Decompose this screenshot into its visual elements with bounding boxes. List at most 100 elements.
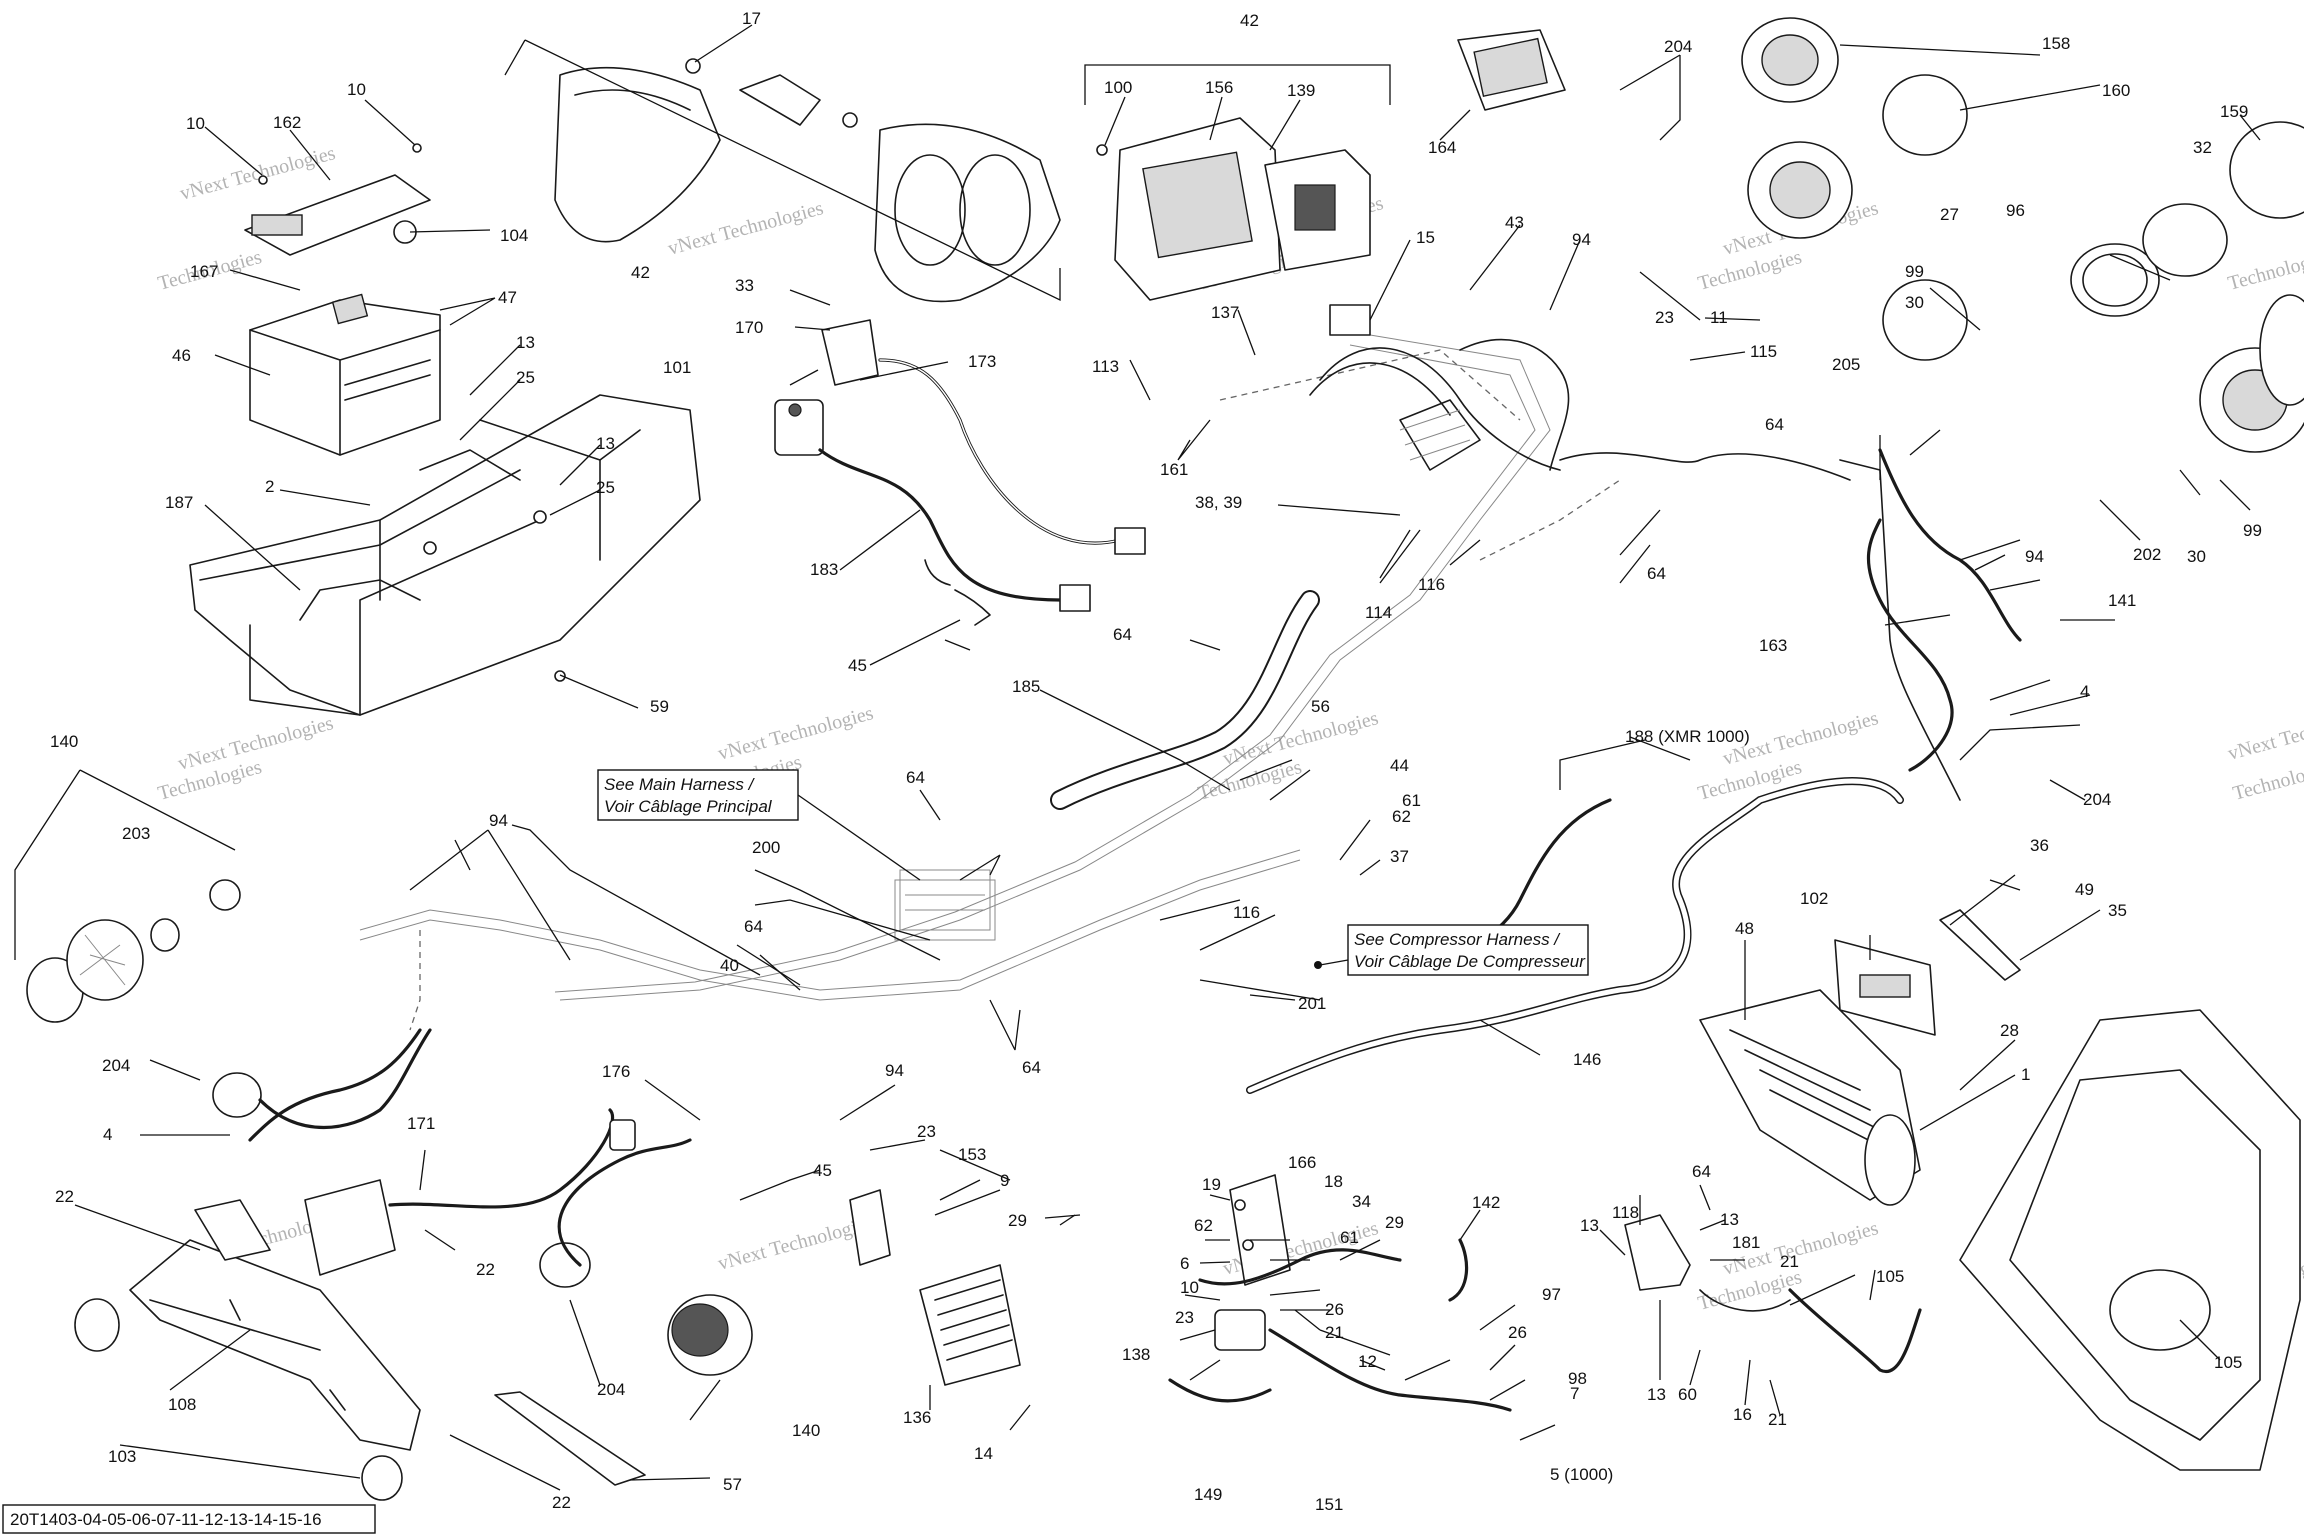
callout: 204 (1664, 37, 1692, 56)
callout: 203 (122, 824, 150, 843)
diagram-ref-box: 20T1403-04-05-06-07-11-12-13-14-15-16 (2, 1504, 376, 1534)
callout: 33 (735, 276, 754, 295)
callout: 10 (186, 114, 205, 133)
callout: 158 (2042, 34, 2070, 53)
callout: 30 (1905, 293, 1924, 312)
callout: 164 (1428, 138, 1456, 157)
callout: 49 (2075, 880, 2094, 899)
callout: 140 (50, 732, 78, 751)
callout: 176 (602, 1062, 630, 1081)
note-main-harness-line1: See Main Harness / (604, 775, 756, 794)
callout: 103 (108, 1447, 136, 1466)
callout: 167 (190, 262, 218, 281)
callout: 30 (2187, 547, 2206, 566)
callout: 42 (1240, 11, 1259, 30)
callout: 139 (1287, 81, 1315, 100)
callout: 115 (1750, 342, 1777, 361)
lamp-171 (304, 1108, 636, 1276)
winch-48 (1699, 989, 1921, 1206)
callout: 140 (792, 1421, 820, 1440)
hose-185 (1050, 590, 1320, 810)
callout: 64 (1692, 1162, 1711, 1181)
callout: 102 (1800, 889, 1828, 908)
callout: 99 (1905, 262, 1924, 281)
diagram-ref: 20T1403-04-05-06-07-11-12-13-14-15-16 (10, 1510, 322, 1529)
callout: 64 (1765, 415, 1784, 434)
solenoid-assembly (1168, 1174, 1512, 1412)
callout: 170 (735, 318, 763, 337)
callout: 26 (1508, 1323, 1527, 1342)
fog-light-140 (667, 1294, 753, 1376)
callout: 96 (2006, 201, 2025, 220)
note-compressor-harness: See Compressor Harness / Voir Câblage De… (1314, 924, 1589, 976)
callout: 116 (1418, 575, 1445, 594)
callout: 105 (1876, 1267, 1904, 1286)
callout: 61 (1402, 791, 1421, 810)
callout: 29 (1008, 1211, 1027, 1230)
callout: 28 (2000, 1021, 2019, 1040)
callout: 200 (752, 838, 780, 857)
caps-103 (74, 1298, 403, 1501)
callout: 21 (1780, 1252, 1799, 1271)
callout: 113 (1092, 357, 1119, 376)
fairlead-102 (1834, 939, 1936, 1036)
callout: 61 (1340, 1228, 1359, 1247)
callout: 47 (498, 288, 517, 307)
switch-harness-183 (774, 319, 1146, 626)
headlight-assemblies (1741, 17, 2304, 453)
callout: 64 (744, 917, 763, 936)
callout: 60 (1678, 1385, 1697, 1404)
callout: 46 (172, 346, 191, 365)
callout: 2 (265, 477, 274, 496)
callout: 64 (1022, 1058, 1041, 1077)
battery-assembly (244, 143, 441, 456)
callout: 188 (XMR 1000) (1625, 727, 1750, 746)
callout: 108 (168, 1395, 196, 1414)
callout: 137 (1211, 303, 1239, 322)
callout: 40 (720, 956, 739, 975)
callout: 13 (516, 333, 535, 352)
callout: 17 (742, 9, 761, 28)
callout: 21 (1325, 1323, 1344, 1342)
callout: 185 (1012, 677, 1040, 696)
callout: 181 (1732, 1233, 1760, 1252)
callout: 156 (1205, 78, 1233, 97)
main-harness (554, 304, 1961, 1001)
watermark: vNext Technologies (666, 197, 826, 260)
callout: 23 (917, 1122, 936, 1141)
callout: 48 (1735, 919, 1754, 938)
callout: 136 (903, 1408, 931, 1427)
callout: 56 (1311, 697, 1330, 716)
callout: 25 (596, 478, 615, 497)
callout: 151 (1315, 1495, 1343, 1514)
callout: 16 (1733, 1405, 1752, 1424)
callout: 19 (1202, 1175, 1221, 1194)
callout: 204 (597, 1380, 625, 1399)
regulator-136 (849, 1189, 1021, 1386)
harness-204-mid (539, 1138, 692, 1288)
callout: 94 (885, 1061, 904, 1080)
callout: 18 (1324, 1172, 1343, 1191)
callout: 9 (1000, 1171, 1009, 1190)
callout: 204 (2083, 790, 2111, 809)
callout: 22 (476, 1260, 495, 1279)
callout: 202 (2133, 545, 2161, 564)
callout: 13 (596, 434, 615, 453)
harness-163 (1866, 448, 2022, 772)
callout: 35 (2108, 901, 2127, 920)
callout: 187 (165, 493, 193, 512)
callout: 25 (516, 368, 535, 387)
callout: 44 (1390, 756, 1409, 775)
callout: 27 (1940, 205, 1959, 224)
harness-204-left (212, 1028, 432, 1130)
callout: 204 (102, 1056, 130, 1075)
callout: 13 (1720, 1210, 1739, 1229)
callout: 37 (1390, 847, 1409, 866)
callout: 205 (1832, 355, 1860, 374)
callout: 38, 39 (1195, 493, 1242, 512)
callout: 36 (2030, 836, 2049, 855)
callout: 163 (1759, 636, 1787, 655)
gauge-assembly (554, 58, 1061, 303)
callout: 42 (631, 263, 650, 282)
